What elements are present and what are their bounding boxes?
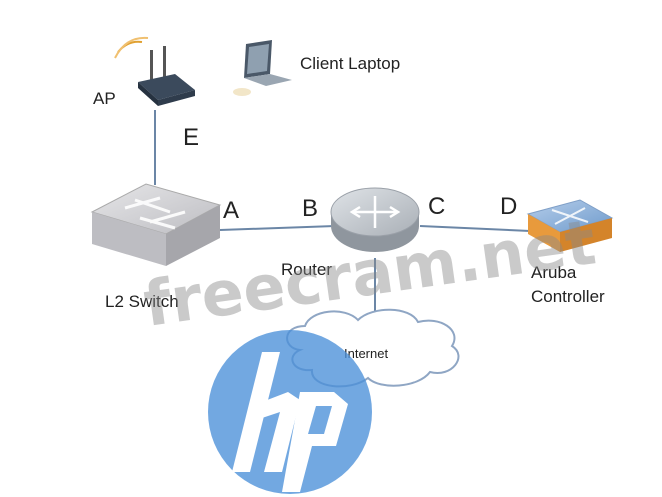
access-point-icon xyxy=(114,36,195,106)
aruba-controller-label-line2: Controller xyxy=(531,287,605,306)
internet-label: Internet xyxy=(344,346,388,361)
router-label: Router xyxy=(281,260,332,279)
switch-icon xyxy=(90,183,222,266)
link-switch-router xyxy=(219,225,336,231)
controller-icon xyxy=(526,199,614,252)
segment-e-label: E xyxy=(183,124,199,151)
l2-switch-label: L2 Switch xyxy=(105,292,179,311)
hp-logo xyxy=(208,330,372,494)
laptop-icon xyxy=(233,40,292,96)
link-router-controller xyxy=(419,225,531,232)
router-icon xyxy=(330,187,420,252)
client-laptop-label: Client Laptop xyxy=(300,54,400,73)
links xyxy=(154,110,531,318)
ap-label: AP xyxy=(93,89,116,108)
aruba-controller-label-line1: Aruba xyxy=(531,263,577,282)
segment-c-label: C xyxy=(428,193,445,220)
segment-a-label: A xyxy=(223,197,239,224)
segment-b-label: B xyxy=(302,195,318,222)
segment-d-label: D xyxy=(500,193,517,220)
